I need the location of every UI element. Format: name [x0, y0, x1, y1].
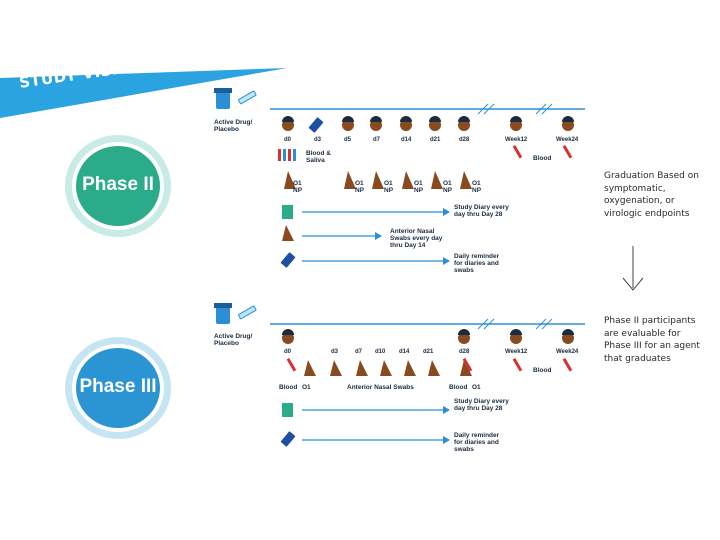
- swab-label: O1 NP: [384, 180, 394, 194]
- blood-label: Blood: [533, 155, 552, 162]
- day-label: d7: [373, 137, 381, 143]
- day-label: d14: [401, 137, 412, 143]
- day-label: d7: [355, 349, 363, 355]
- phase2-drug-label: Active Drug/ Placebo: [214, 119, 253, 133]
- nose-icon: [460, 360, 472, 376]
- nose-icon: [380, 360, 392, 376]
- down-arrow-icon: [622, 246, 644, 291]
- nose-icon: [284, 171, 296, 189]
- phase2-reminder-text: Daily reminder for diaries and swabs: [454, 253, 500, 274]
- day-label: d28: [459, 137, 470, 143]
- evaluable-note: Phase II participants are evaluable for …: [604, 316, 700, 364]
- phase3-timeline: [214, 303, 585, 447]
- phase3-drug-label: Active Drug/ Placebo: [214, 333, 253, 347]
- phase2-timeline: [214, 88, 585, 268]
- day-label: d28: [459, 349, 470, 355]
- day-label: d14: [399, 349, 410, 355]
- phase3-badge: [65, 337, 171, 439]
- nose-icon: [404, 360, 416, 376]
- day-label: d10: [375, 349, 386, 355]
- blood-tubes-icon: [278, 149, 296, 161]
- day-label: d0: [284, 349, 292, 355]
- phase2-label: Phase II: [82, 174, 154, 195]
- phase3-label: Phase III: [79, 376, 157, 397]
- day-label: Week12: [505, 349, 528, 355]
- blood-tube-icon: [512, 144, 523, 159]
- reminder-phone-icon: [280, 431, 296, 447]
- phone-icon: [308, 117, 324, 133]
- swab-label: O1 NP: [293, 180, 303, 194]
- syringe-icon: [238, 90, 257, 105]
- swab-label: O1 NP: [443, 180, 453, 194]
- day-label: d21: [430, 137, 441, 143]
- study-visits-banner: [0, 68, 287, 118]
- blood-tube-icon: [286, 357, 297, 372]
- swab-label: O1 NP: [355, 180, 365, 194]
- blood-tube-icon: [512, 357, 523, 372]
- swab-label: O1 NP: [472, 180, 482, 194]
- day-label: Week24: [556, 349, 579, 355]
- swab-label: O1 NP: [414, 180, 424, 194]
- blood-tube-icon: [562, 357, 573, 372]
- phase3-blood-right: Blood: [449, 384, 468, 391]
- day-label: Week12: [505, 137, 528, 143]
- phase3-blood-left: Blood: [279, 384, 298, 391]
- blood-tube-icon: [562, 144, 573, 159]
- phase3-blood-end: Blood: [533, 367, 552, 374]
- phase3-swabs-label: Anterior Nasal Swabs: [347, 384, 414, 391]
- phase3-reminder-text: Daily reminder for diaries and swabs: [454, 432, 500, 453]
- diary-icon: [282, 403, 293, 417]
- nose-icon: [304, 360, 316, 376]
- blood-tube-icon: [462, 357, 473, 372]
- blood-saliva-label: Blood & Saliva: [306, 150, 331, 164]
- syringe-icon: [238, 305, 257, 320]
- nose-icon: [428, 360, 440, 376]
- swab-nose-icon: [282, 225, 294, 241]
- phase2-badge: [65, 135, 171, 237]
- day-label: d3: [331, 349, 339, 355]
- graduation-note: Graduation Based on symptomatic, oxygena…: [604, 171, 699, 219]
- phase2-diary-text: Study Diary every day thru Day 28: [454, 204, 509, 218]
- nose-icon: [402, 171, 414, 189]
- nose-icon: [431, 171, 443, 189]
- day-label: Week24: [556, 137, 579, 143]
- nose-icon: [330, 360, 342, 376]
- nose-icon: [356, 360, 368, 376]
- phase3-diary-text: Study Diary every day thru Day 28: [454, 398, 509, 412]
- reminder-phone-icon: [280, 252, 296, 268]
- nose-icon: [344, 171, 356, 189]
- pill-bottle-icon: [214, 303, 232, 324]
- day-label: d3: [314, 137, 322, 143]
- day-label: d21: [423, 349, 434, 355]
- day-label: d0: [284, 137, 292, 143]
- day-label: d5: [344, 137, 352, 143]
- pill-bottle-icon: [214, 88, 232, 109]
- phase3-o-left: O1: [302, 384, 311, 391]
- nose-icon: [372, 171, 384, 189]
- phase2-swab-text: Anterior Nasal Swabs every day thru Day …: [390, 228, 443, 249]
- nose-icon: [460, 171, 472, 189]
- phase3-o-right: O1: [472, 384, 481, 391]
- diary-icon: [282, 205, 293, 219]
